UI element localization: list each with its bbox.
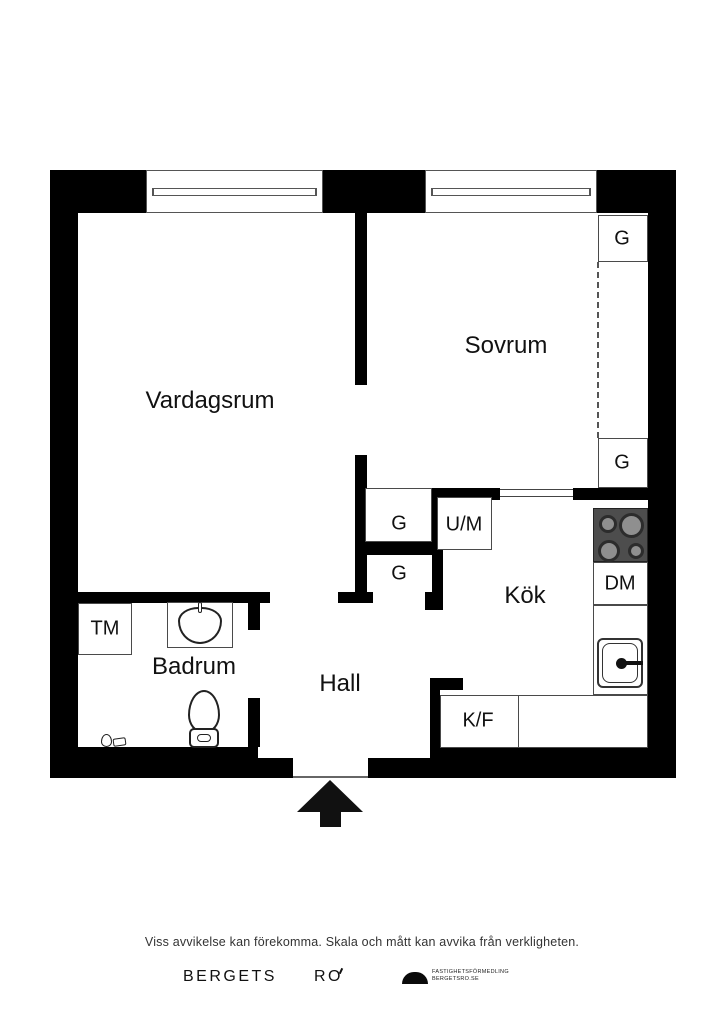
floor-drain-valve-icon [112,737,127,747]
entrance-arrow-icon [297,780,363,812]
wall-closet-kitchen [432,500,443,610]
entrance-threshold-line [293,775,368,778]
agency-line1: FASTIGHETSFÖRMEDLING [432,969,509,975]
bathroom-faucet-icon [198,602,202,613]
window-bedroom-glazing [431,188,591,196]
hall-closet-upper-box [365,488,432,542]
wardrobe-bottom-box [598,438,648,488]
stove-burner-icon [598,540,620,562]
wall-bottom-bathroom [50,747,258,778]
room-label-bedroom: Sovrum [464,332,548,359]
wall-left [50,213,78,778]
wall-closet-divider [355,542,443,555]
wall-living-bedroom-upper [355,213,367,385]
wall-bathroom-top [78,592,270,603]
kitchen-faucet-knob [616,658,627,669]
washing-machine-box [78,603,132,655]
room-label-hall: Hall [319,670,361,697]
floor-drain-icon [101,734,112,747]
wall-fridge-left [430,678,440,758]
wall-bottom-hall-left [258,758,293,778]
window-living-room-glazing [152,188,317,196]
disclaimer-text: Viss avvikelse kan förekomma. Skala och … [144,935,580,949]
toilet-button-icon [197,734,211,742]
label-wardrobe-top: G [614,227,630,250]
stove-icon [593,508,648,562]
room-label-kitchen: Kök [504,582,546,609]
wardrobe-top-box [598,215,648,262]
brand-name-first: BERGETS [183,968,277,985]
kitchen-counter-bottom [440,695,648,748]
wall-living-closet-cap [338,592,373,603]
fridge-freezer-divider [518,695,519,748]
agency-text: FASTIGHETSFÖRMEDLING BERGETSRO.SE [432,969,509,983]
wardrobe-dashed-line [597,262,599,438]
wall-bathroom-door-jamb-top [248,603,260,630]
room-label-living-room: Vardagsrum [145,387,275,414]
bathroom-sink-icon [178,607,222,644]
agency-line2: BERGETSRO.SE [432,976,479,982]
wall-top-right [597,170,676,213]
stove-burner-icon [599,515,617,533]
label-wardrobe-bottom: G [614,451,630,474]
wall-living-closet-lower [355,455,367,592]
washer-dryer-box [437,497,492,550]
kitchen-faucet-icon [624,661,643,665]
wall-bottom-hall-right [368,758,440,778]
wall-right [648,213,676,778]
brand-name-second: RO [314,968,343,985]
wall-closet-kitchen-cap [425,592,432,610]
wall-bathroom-door-jamb-bottom [248,698,260,747]
label-fridge-freezer: K/F [462,709,494,732]
label-hall-closet-upper: G [391,512,407,535]
label-washer-dryer: U/M [445,513,483,536]
wall-top-left [50,170,146,213]
room-label-bathroom: Badrum [151,653,237,680]
label-hall-closet-lower: G [391,562,407,585]
wall-fridge-left-cap [430,678,463,690]
label-washing-machine: TM [90,617,120,640]
toilet-bowl-icon [188,690,220,733]
dishwasher-box [593,562,648,605]
agency-logo-dome-icon [402,972,428,984]
stove-burner-icon [619,513,644,538]
stove-burner-icon [628,543,644,559]
wall-bedroom-kitchen-right [573,488,648,500]
entrance-arrow-stem [320,811,341,827]
wall-bottom-kitchen [440,748,676,778]
label-dishwasher: DM [604,572,636,595]
pass-through-window-kitchen [500,489,573,497]
wall-top-mid [323,170,425,213]
